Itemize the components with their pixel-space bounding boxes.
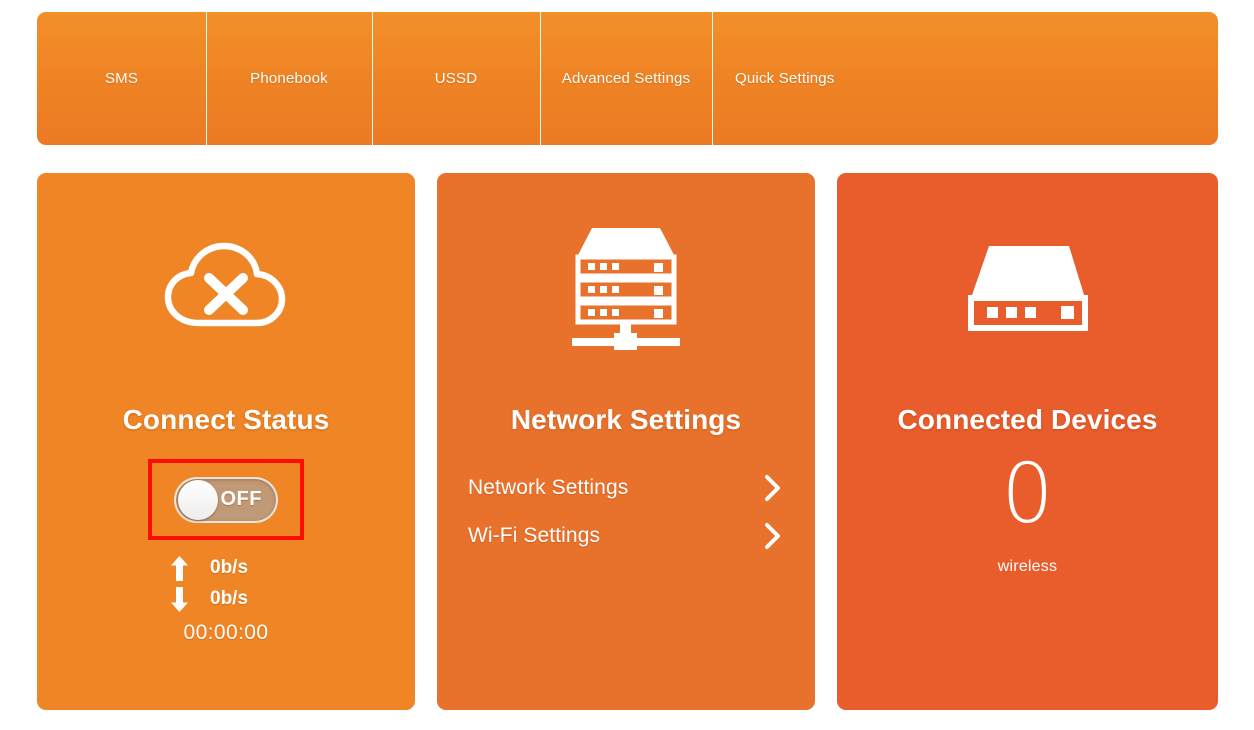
connected-devices-title: Connected Devices	[897, 404, 1158, 435]
nav-item-label: USSD	[434, 70, 478, 87]
connect-status-title: Connect Status	[122, 404, 330, 435]
connect-status-toggle[interactable]: OFF	[174, 476, 278, 523]
router-device-icon	[965, 242, 1091, 336]
network-settings-menu: Network Settings Wi-Fi Settings	[437, 464, 815, 560]
connect-status-icon-area	[37, 173, 415, 405]
toggle-knob[interactable]	[178, 479, 218, 520]
connect-toggle-wrap: OFF	[37, 458, 415, 540]
nav-item-label: Advanced Settings	[561, 70, 691, 87]
arrow-down-icon	[162, 586, 196, 612]
nav-item-label: SMS	[104, 70, 139, 87]
connected-devices-kind: wireless	[997, 557, 1058, 575]
connected-devices-card: Connected Devices 0 wireless	[837, 173, 1218, 710]
nav-item-phonebook[interactable]: Phonebook	[206, 12, 372, 145]
connected-devices-icon-area	[837, 173, 1218, 405]
top-navigation-bar: SMS Phonebook USSD Advanced Settings Qui…	[37, 12, 1218, 145]
download-speed-row: 0b/s	[162, 586, 290, 612]
upload-speed-value: 0b/s	[210, 557, 249, 579]
dashboard-card-row: Connect Status OFF 0b/s	[37, 173, 1218, 710]
arrow-up-icon	[162, 555, 196, 581]
nav-item-sms[interactable]: SMS	[37, 12, 206, 145]
speed-stats: 0b/s 0b/s	[37, 555, 415, 612]
menu-row-network-settings[interactable]: Network Settings	[468, 464, 781, 512]
menu-row-wifi-settings[interactable]: Wi-Fi Settings	[468, 512, 781, 560]
connect-status-card: Connect Status OFF 0b/s	[37, 173, 415, 710]
connection-uptime: 00:00:00	[183, 620, 269, 644]
cloud-disconnected-icon	[158, 237, 294, 341]
chevron-right-icon	[764, 474, 781, 502]
nav-item-ussd[interactable]: USSD	[372, 12, 540, 145]
toggle-highlight-box: OFF	[148, 458, 304, 540]
download-speed-value: 0b/s	[210, 588, 249, 610]
menu-row-label: Network Settings	[468, 475, 629, 499]
network-settings-title: Network Settings	[510, 404, 742, 435]
menu-row-label: Wi-Fi Settings	[468, 523, 601, 547]
nav-item-advanced-settings[interactable]: Advanced Settings	[540, 12, 712, 145]
server-rack-icon	[566, 225, 686, 353]
upload-speed-row: 0b/s	[162, 555, 290, 581]
chevron-right-icon	[764, 522, 781, 550]
nav-item-label: Phonebook	[250, 70, 328, 87]
toggle-state-label: OFF	[220, 488, 262, 511]
connected-devices-count: 0	[1001, 446, 1054, 542]
network-settings-icon-area	[437, 173, 815, 405]
nav-item-quick-settings[interactable]: Quick Settings	[712, 12, 1218, 145]
network-settings-card: Network Settings Network Settings Wi-Fi …	[437, 173, 815, 710]
nav-item-label: Quick Settings	[735, 70, 835, 87]
